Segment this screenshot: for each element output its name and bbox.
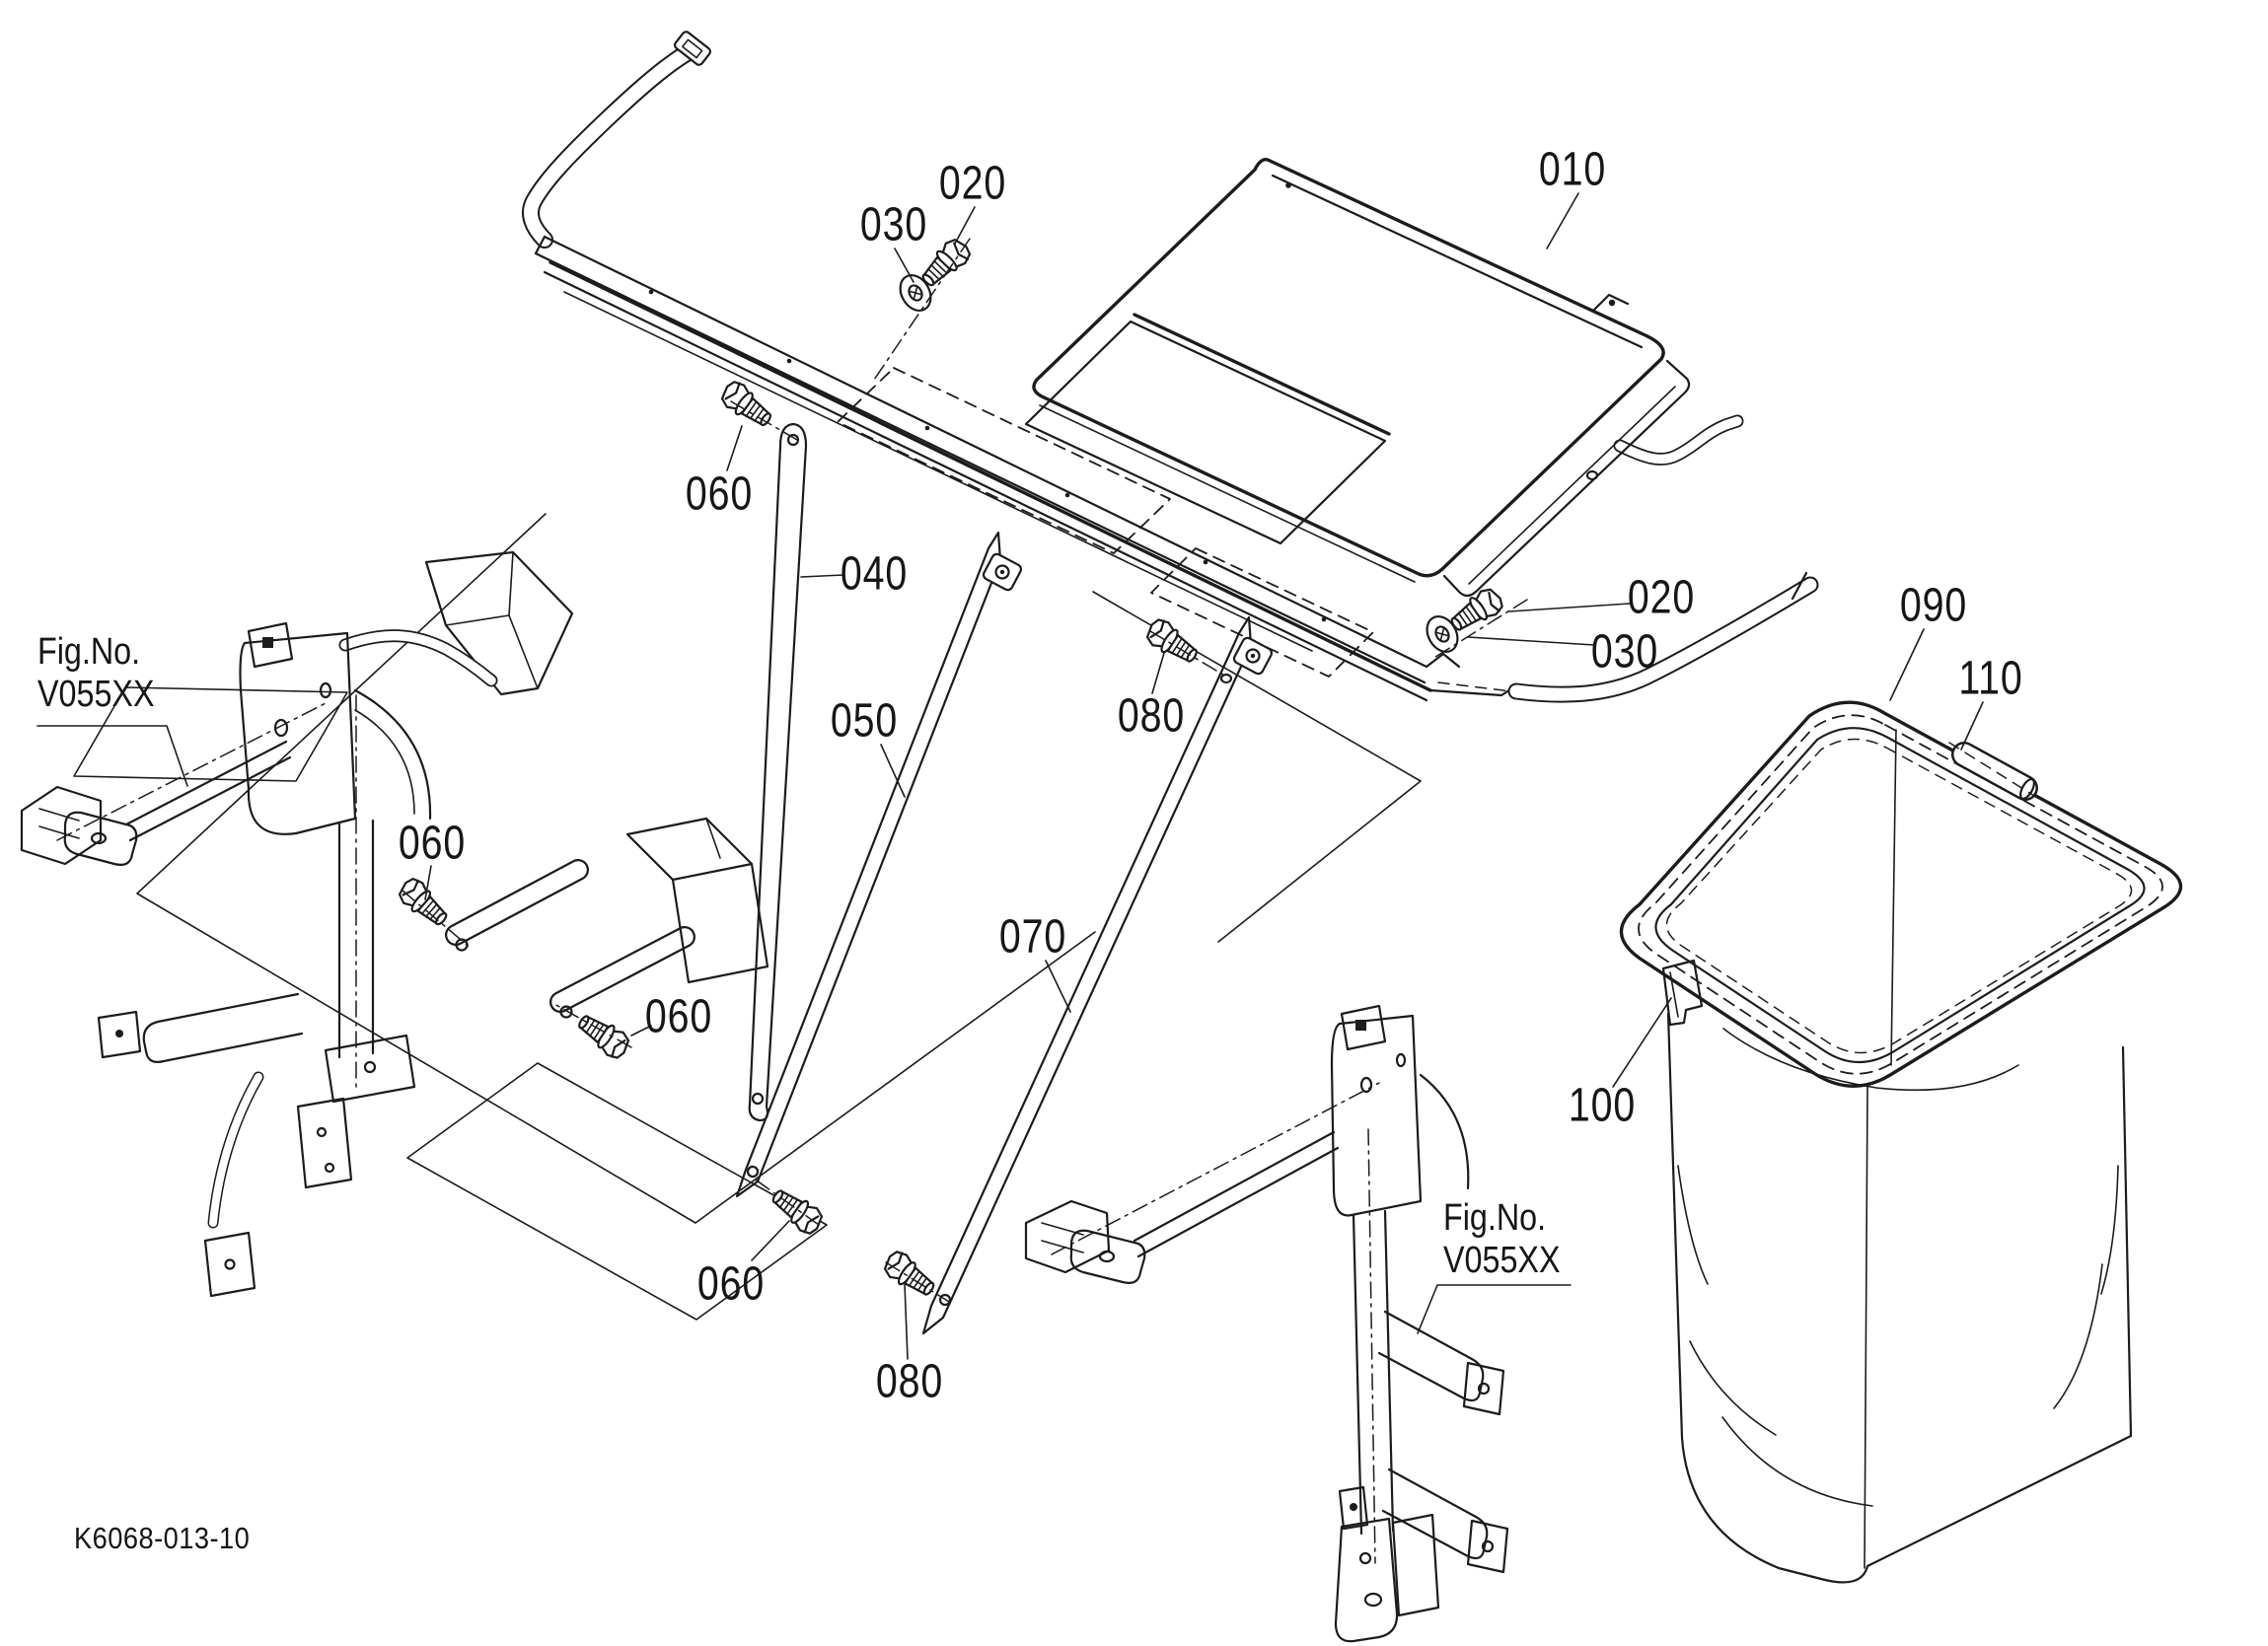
left-mount-assembly (20, 621, 432, 1298)
part-callout-060-a: 060 (685, 467, 754, 521)
top-frame-assembly-010 (522, 31, 1819, 703)
figure-reference-right: Fig.No. V055XX (1443, 1197, 1561, 1281)
assembly-axes (56, 238, 1528, 1564)
callout-leaders (37, 192, 1984, 1360)
part-callout-060-c: 060 (644, 990, 713, 1043)
figure-reference-right-code: V055XX (1443, 1239, 1561, 1281)
part-callout-090: 090 (1899, 579, 1968, 632)
part-callout-060-d: 060 (696, 1257, 766, 1311)
part-callout-020-a: 020 (938, 157, 1007, 210)
figure-reference-left-label: Fig.No. (37, 631, 141, 673)
part-callout-110: 110 (1958, 652, 2023, 705)
part-callout-030-a: 030 (859, 198, 928, 251)
figure-reference-left: Fig.No. V055XX (37, 631, 155, 715)
figure-reference-left-code: V055XX (37, 673, 155, 715)
part-callout-060-b: 060 (398, 817, 467, 870)
part-callout-020-b: 020 (1627, 571, 1696, 624)
part-callout-070: 070 (998, 910, 1067, 964)
figure-reference-right-label: Fig.No. (1443, 1197, 1547, 1239)
part-callout-080-b: 080 (875, 1355, 944, 1408)
part-callout-050: 050 (830, 694, 899, 748)
stays-and-straps (338, 422, 1253, 1335)
part-callout-010: 010 (1538, 143, 1607, 196)
part-callout-080-a: 080 (1117, 689, 1186, 743)
drawing-number: K6068-013-10 (74, 1521, 251, 1555)
part-callout-100: 100 (1568, 1079, 1637, 1132)
part-callout-040: 040 (840, 547, 909, 601)
machine-ghost-outline (73, 513, 1422, 1321)
grass-bag-090 (1619, 700, 2183, 1584)
part-callout-030-b: 030 (1590, 625, 1659, 679)
right-mount-assembly (1024, 1004, 1509, 1643)
